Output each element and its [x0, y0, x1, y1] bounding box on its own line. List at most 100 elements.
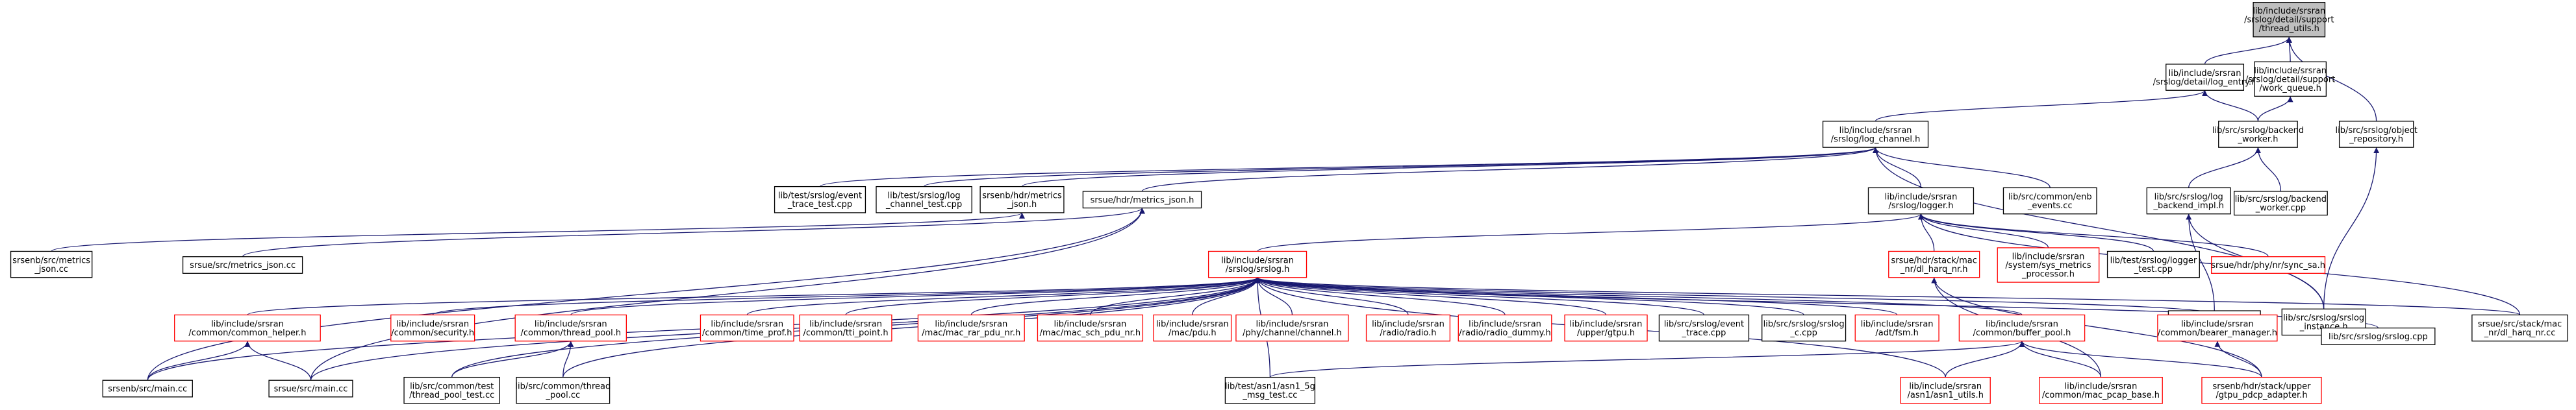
- node-thread-pool-test[interactable]: lib/src/common/test/thread_pool_test.cc: [403, 376, 500, 404]
- node-box: [390, 314, 475, 342]
- node-logger[interactable]: lib/include/srsran/srslog/logger.h: [1867, 187, 1975, 215]
- node-bearer-manager[interactable]: lib/include/srsran/common/bearer_manager…: [2157, 314, 2278, 342]
- node-label-line: /srslog/srslog.h: [1226, 265, 1290, 274]
- node-phy-channel[interactable]: lib/include/srsran/phy/channel/channel.h: [1235, 314, 1349, 342]
- node-ue-mac-harq-cc[interactable]: srsue/src/stack/mac_nr/dl_harq_nr.cc: [2471, 314, 2568, 342]
- node-label-line: lib/include/srsran: [935, 319, 1007, 329]
- edge-log-backend-test-to-backend-impl: [2186, 213, 2215, 311]
- node-ue-metrics-json[interactable]: srsue/hdr/metrics_json.h: [1082, 191, 1202, 209]
- node-ue-metrics-json-cc[interactable]: srsue/src/metrics_json.cc: [182, 256, 303, 274]
- node-label-line: /system/sys_metrics: [2005, 261, 2091, 271]
- node-common-helper[interactable]: lib/include/srsran/common/common_helper.…: [174, 314, 321, 342]
- node-backend-worker[interactable]: lib/src/srslog/backend_worker.h: [2212, 121, 2304, 148]
- node-ue-main[interactable]: srsue/src/main.cc: [268, 380, 353, 398]
- node-srslog-h[interactable]: lib/include/srsran/srslog/srslog.h: [1207, 250, 1307, 278]
- node-label-line: /phy/channel/channel.h: [1243, 328, 1342, 338]
- node-box: [2106, 250, 2200, 278]
- node-box: [2471, 314, 2568, 342]
- node-label-line: srsue/src/main.cc: [274, 385, 348, 394]
- node-common-thread-pool[interactable]: lib/src/common/thread_pool.cc: [515, 376, 611, 404]
- node-box: [1082, 191, 1202, 209]
- node-enb-events[interactable]: lib/src/common/enb_events.cc: [2002, 187, 2097, 215]
- node-nr-sync-sa[interactable]: srsue/hdr/phy/nr/sync_sa.h: [2211, 256, 2326, 274]
- node-logger-test[interactable]: lib/test/srslog/logger_test.cpp: [2106, 250, 2200, 278]
- edge-mac-rar-pdu-nr-to-srslog-h: [970, 277, 1261, 315]
- node-label-line: /srslog/detail/support: [2245, 75, 2335, 84]
- node-label-line: _worker.cpp: [2255, 204, 2306, 213]
- node-enb-metrics-json[interactable]: srsenb/hdr/metrics_json.h: [979, 186, 1065, 213]
- node-log-channel-test[interactable]: lib/test/srslog/log_channel_test.cpp: [876, 186, 972, 213]
- node-enb-metrics-json-cc[interactable]: srsenb/src/metrics_json.cc: [10, 250, 93, 278]
- edge-asn1-utils-to-buffer-pool: [1945, 341, 2025, 378]
- node-log-entry[interactable]: lib/include/srsran/srslog/detail/log_ent…: [2153, 64, 2257, 91]
- node-box: [1854, 314, 1939, 342]
- node-label-line: lib/src/srslog/srslog: [1763, 319, 1845, 329]
- node-log-channel[interactable]: lib/include/srsran/srslog/log_channel.h: [1822, 121, 1929, 148]
- node-label-line: _trace.cpp: [1682, 328, 1726, 338]
- node-buffer-pool[interactable]: lib/include/srsran/common/buffer_pool.h: [1958, 314, 2086, 342]
- node-mac-rar-pdu-nr[interactable]: lib/include/srsran/mac/mac_rar_pdu_nr.h: [917, 314, 1025, 342]
- node-box: [2039, 376, 2163, 404]
- node-adt-fsm[interactable]: lib/include/srsran/adt/fsm.h: [1854, 314, 1939, 342]
- node-label-line: lib/include/srsran: [1885, 192, 1958, 202]
- node-box: [1997, 247, 2100, 283]
- node-box: [2201, 376, 2322, 404]
- node-box: [514, 314, 627, 342]
- node-box: [1888, 250, 1980, 278]
- edge-logger-test-to-logger: [1918, 213, 2154, 252]
- edge-backend-worker-to-log-entry: [2202, 90, 2259, 121]
- node-box: [10, 250, 93, 278]
- edge-radio-to-srslog-h: [1254, 277, 1409, 315]
- node-radio-dummy[interactable]: lib/include/srsran/radio/radio_dummy.h: [1458, 314, 1552, 342]
- node-sys-metrics-processor[interactable]: lib/include/srsran/system/sys_metrics_pr…: [1997, 247, 2100, 283]
- node-thread-pool-h[interactable]: lib/include/srsran/common/thread_pool.h: [514, 314, 627, 342]
- node-event-trace-test[interactable]: lib/test/srslog/event_trace_test.cpp: [774, 186, 866, 213]
- node-label-line: _channel_test.cpp: [885, 200, 962, 210]
- node-mac-pcap-base[interactable]: lib/include/srsran/common/mac_pcap_base.…: [2039, 376, 2163, 404]
- edge-common-thread-pool-to-srslog-h: [562, 277, 1261, 378]
- node-time-prof[interactable]: lib/include/srsran/common/time_prof.h: [700, 314, 794, 342]
- edge-asn1-5g-test-to-buffer-pool: [1269, 341, 2025, 378]
- node-enb-main[interactable]: srsenb/src/main.cc: [102, 380, 193, 398]
- node-label-line: srsue/hdr/phy/nr/sync_sa.h: [2211, 261, 2325, 271]
- node-label-line: lib/include/srsran: [1570, 319, 1643, 329]
- node-asn1-utils[interactable]: lib/include/srsran/asn1/asn1_utils.h: [1900, 376, 1991, 404]
- node-label-line: _backend_impl.h: [2153, 201, 2224, 211]
- node-pdcp-adapter[interactable]: srsenb/hdr/stack/upper/gtpu_pdcp_adapter…: [2201, 376, 2322, 404]
- node-box: [1207, 250, 1307, 278]
- node-tti-point[interactable]: lib/include/srsran/common/tti_point.h: [799, 314, 892, 342]
- node-label-line: lib/include/srsran: [2169, 69, 2241, 78]
- node-asn1-5g-test[interactable]: lib/test/asn1/asn1_5g_msg_test.cc: [1224, 376, 1316, 404]
- node-label-line: /mac/pdu.h: [1168, 328, 1217, 338]
- node-srslog-c[interactable]: lib/src/srslog/srslog_c.cpp: [1762, 314, 1847, 342]
- node-event-trace-cpp[interactable]: lib/src/srslog/event_trace.cpp: [1658, 314, 1750, 342]
- edge-logger-to-log-channel: [1873, 147, 1922, 188]
- node-object-repository[interactable]: lib/src/srslog/object_repository.h: [2335, 121, 2418, 148]
- node-label-line: lib/include/srsran: [2065, 382, 2138, 392]
- node-security[interactable]: lib/include/srsran/common/security.h: [390, 314, 475, 342]
- node-box: [979, 186, 1065, 213]
- node-label-line: _repository.h: [2349, 134, 2403, 144]
- node-backend-impl[interactable]: lib/src/srslog/log_backend_impl.h: [2146, 187, 2231, 215]
- node-label-line: lib/include/srsran: [2181, 319, 2254, 329]
- node-work-queue[interactable]: lib/include/srsran/srslog/detail/support…: [2245, 61, 2335, 97]
- edge-ue-main-to-common-helper: [244, 341, 312, 381]
- node-srslog-cpp[interactable]: lib/src/srslog/srslog.cpp: [2321, 327, 2436, 345]
- node-stack-mac-harq[interactable]: srsue/hdr/stack/mac_nr/dl_harq_nr.h: [1888, 250, 1980, 278]
- node-label-line: /srslog/detail/log_entry.h: [2153, 77, 2257, 87]
- node-label-line: _json.cc: [34, 265, 68, 274]
- edge-ue-metrics-json-to-log-channel: [1141, 147, 1878, 192]
- node-radio[interactable]: lib/include/srsran/radio/radio.h: [1365, 314, 1451, 342]
- node-label-line: /common/buffer_pool.h: [1973, 328, 2071, 338]
- node-label-line: srsue/src/metrics_json.cc: [190, 261, 296, 271]
- node-label-line: /srslog/log_channel.h: [1831, 134, 1921, 144]
- node-mac-pdu[interactable]: lib/include/srsran/mac/pdu.h: [1153, 314, 1232, 342]
- edge-common-thread-pool-to-thread-pool-h: [562, 341, 574, 378]
- node-backend-worker-cpp[interactable]: lib/src/srslog/backend_worker.cpp: [2234, 191, 2328, 216]
- node-label-line: /mac/mac_sch_pdu_nr.h: [1040, 328, 1141, 338]
- node-upper-gtpu[interactable]: lib/include/srsran/upper/gtpu.h: [1564, 314, 1648, 342]
- node-label-line: srsenb/hdr/metrics: [982, 191, 1062, 201]
- edge-mac-sch-pdu-nr-to-srslog-h: [1089, 277, 1261, 315]
- node-mac-sch-pdu-nr[interactable]: lib/include/srsran/mac/mac_sch_pdu_nr.h: [1037, 314, 1144, 342]
- node-thread-utils: lib/include/srsran/srslog/detail/support…: [2244, 2, 2334, 38]
